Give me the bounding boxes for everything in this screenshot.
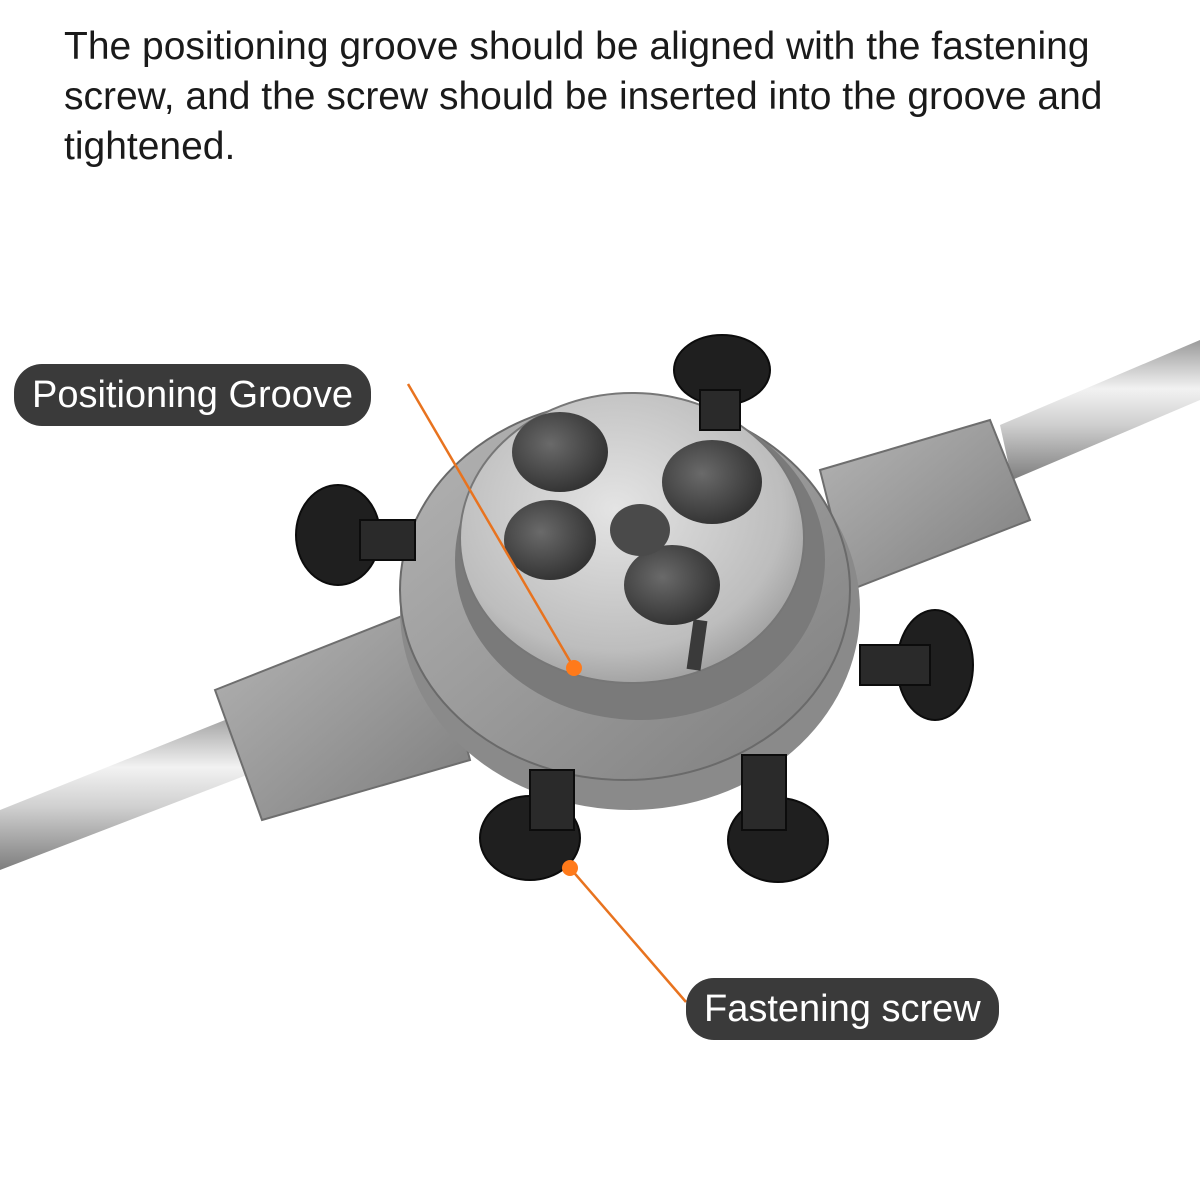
instruction-caption: The positioning groove should be aligned… <box>64 25 1103 168</box>
fastening-screw-label: Fastening screw <box>686 978 999 1040</box>
positioning-groove-label: Positioning Groove <box>14 364 372 426</box>
stock-arms <box>213 418 1032 822</box>
fastening-screws <box>295 334 974 883</box>
round-die <box>455 392 825 720</box>
handle-rod <box>0 340 1200 870</box>
callout-leaders <box>406 383 687 1003</box>
